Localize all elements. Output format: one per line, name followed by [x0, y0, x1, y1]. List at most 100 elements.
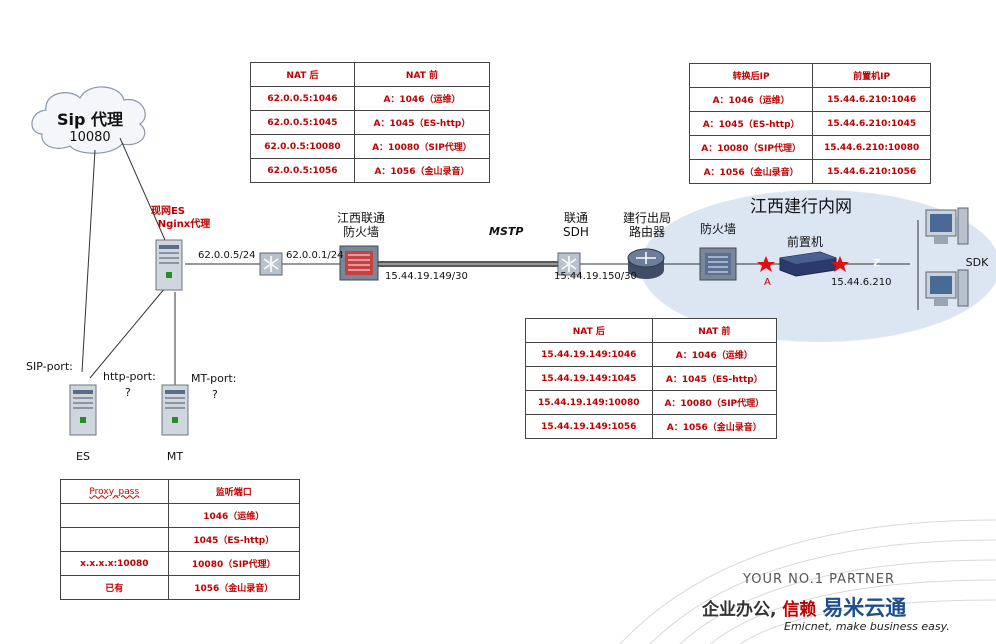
es-label: ES: [76, 450, 90, 463]
ccb-firewall: [699, 247, 737, 281]
table-cell: A：1046（运维）: [688, 87, 814, 112]
sip-proxy-title: Sip 代理: [56, 110, 124, 129]
table-row: A：10080（SIP代理）15.44.6.210:10080: [688, 135, 931, 160]
table-cell: 15.44.6.210:1046: [812, 87, 931, 112]
table-cell: [60, 527, 169, 552]
marker-z: Z: [873, 258, 881, 269]
table-cell: 15.44.6.210:10080: [812, 135, 931, 160]
mt-port-label: MT-port:: [191, 372, 237, 385]
sdk-pc-1: [925, 207, 969, 245]
table-row: A：1046（运维）15.44.6.210:1046: [688, 87, 931, 112]
table-cell: 1056（金山录音）: [167, 575, 301, 600]
switch-icon: [259, 252, 283, 276]
ccb-firewall-label: 防火墙: [699, 222, 737, 236]
mt-label: MT: [166, 450, 184, 463]
table-cell: A：1056（金山录音）: [651, 414, 778, 439]
brand-slogan: YOUR NO.1 PARTNER: [743, 572, 896, 587]
table-cell: A：1046（运维）: [353, 86, 491, 111]
table-cell: A：1045（ES-http）: [353, 110, 491, 135]
table-cell: 已有: [60, 575, 169, 600]
marker-a: A: [764, 277, 771, 288]
table-row: 1045（ES-http）: [60, 527, 301, 552]
table-cell: A：10080（SIP代理）: [353, 134, 491, 159]
brand-part-3: 易米云通: [822, 596, 907, 620]
line-nginx-es: [89, 287, 166, 379]
table-row: A：1045（ES-http）15.44.6.210:1045: [688, 111, 931, 136]
brand-part-1: 企业办公,: [702, 600, 777, 620]
brand-decoration: [619, 519, 996, 644]
table-cell: 1046（运维）: [167, 503, 301, 528]
es-node-line2: Nginx代理: [157, 219, 211, 230]
mstp-label: MSTP: [489, 225, 524, 238]
mt-port-value: ?: [212, 388, 218, 401]
table-cell: 15.44.19.149:10080: [525, 390, 653, 415]
es-node-line1: 现网ES: [150, 206, 186, 217]
line-cloud-nginx: [119, 137, 166, 241]
table-header-cell: NAT 后: [525, 318, 653, 343]
region-title: 江西建行内网: [750, 197, 852, 217]
http-port-value: ?: [125, 386, 131, 399]
table-cell: 15.44.6.210:1045: [812, 111, 931, 136]
table-cell: A：1056（金山录音）: [353, 158, 491, 183]
router-icon: [627, 248, 665, 279]
table-cell: 15.44.19.149:1045: [525, 366, 653, 391]
table-cell: [60, 503, 169, 528]
brand-part-2: 信赖: [782, 600, 817, 620]
sdh-icon: [557, 252, 581, 276]
table-cell: A：1045（ES-http）: [688, 111, 814, 136]
table-cell: 1045（ES-http）: [167, 527, 301, 552]
unicom-firewall: [339, 245, 379, 281]
table-cell: 15.44.19.149:1046: [525, 342, 653, 367]
sip-port-label: SIP-port:: [26, 360, 73, 373]
connection-lines: [81, 137, 919, 385]
table-cell: x.x.x.x:10080: [60, 551, 169, 576]
table-row: 1046（运维）: [60, 503, 301, 528]
table-header-cell: NAT 前: [353, 62, 491, 87]
ip-front: 15.44.6.210: [831, 277, 892, 288]
table-header-cell: Proxy_pass: [60, 479, 169, 504]
table-cell: 10080（SIP代理）: [167, 551, 301, 576]
table-header-cell: 监听端口: [167, 479, 301, 504]
table-header-cell: 转换后IP: [688, 63, 814, 88]
nginx-server: [155, 239, 183, 291]
table-cell: 62.0.0.5:1056: [250, 158, 355, 183]
table-cell: 15.44.6.210:1056: [812, 159, 931, 184]
es-server: [69, 384, 97, 436]
front-machine-label: 前置机: [786, 235, 824, 249]
brand-line2: 企业办公, 信赖 易米云通: [702, 592, 906, 622]
table-header-cell: 前置机IP: [812, 63, 931, 88]
star-a: [757, 256, 775, 272]
table-cell: 62.0.0.5:10080: [250, 134, 355, 159]
table-cell: A：1046（运维）: [651, 342, 778, 367]
table-header-cell: NAT 后: [250, 62, 355, 87]
table-cell: A：10080（SIP代理）: [651, 390, 778, 415]
table-cell: 15.44.19.149:1056: [525, 414, 653, 439]
sdk-pc-2: [925, 269, 969, 307]
table-cell: A：1045（ES-http）: [651, 366, 778, 391]
red-markers: [757, 256, 849, 272]
ip-fw-wan: 15.44.19.149/30: [385, 271, 468, 282]
star-z: [831, 256, 849, 272]
sdk-label: SDK: [965, 256, 989, 269]
table-cell: 62.0.0.5:1046: [250, 86, 355, 111]
sip-proxy-cloud: [31, 86, 146, 154]
mt-server: [161, 384, 189, 436]
ccb-router-label: 建行出局 路由器: [622, 211, 672, 239]
ip-es-side: 62.0.0.5/24: [198, 250, 256, 261]
ip-fw-side: 62.0.0.1/24: [286, 250, 344, 261]
